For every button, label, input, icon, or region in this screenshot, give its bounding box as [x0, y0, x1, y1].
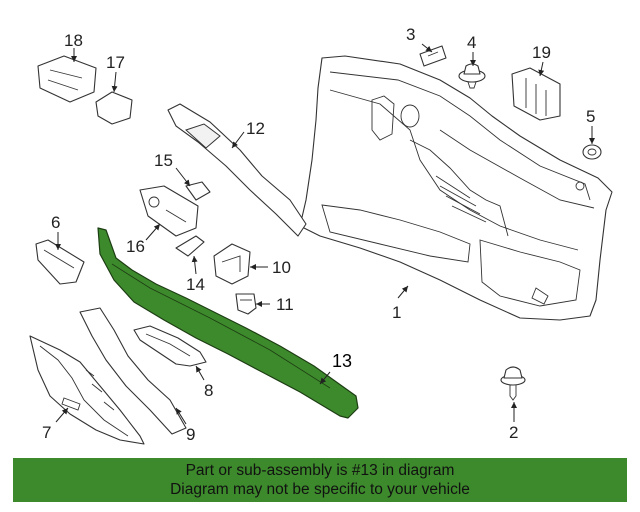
part-4-clip[interactable]: [458, 63, 486, 89]
callout-4: 4: [467, 33, 476, 52]
banner-line-2: Diagram may not be specific to your vehi…: [170, 481, 470, 498]
callout-13: 13: [332, 351, 352, 371]
callout-2: 2: [509, 423, 518, 442]
part-19-bracket[interactable]: [511, 67, 561, 121]
callout-1: 1: [392, 303, 401, 322]
callout-6: 6: [51, 213, 60, 232]
part-14-holder[interactable]: [175, 235, 205, 257]
callout-16: 16: [126, 237, 145, 256]
part-10-bracket[interactable]: [213, 243, 251, 285]
part-7-lower-trim[interactable]: [29, 335, 145, 445]
callout-7: 7: [42, 423, 51, 442]
callout-9: 9: [186, 425, 195, 444]
part-16-switch-panel[interactable]: [139, 185, 199, 237]
part-2-push-clip[interactable]: [500, 366, 526, 401]
part-3-bracket[interactable]: [419, 45, 447, 67]
part-9-trim-strip[interactable]: [79, 307, 187, 435]
part-8-handle-trim[interactable]: [133, 325, 207, 367]
part-18-window-switch[interactable]: [37, 55, 97, 103]
callout-19: 19: [532, 43, 551, 62]
callout-8: 8: [204, 381, 213, 400]
callout-10: 10: [272, 258, 291, 277]
part-13-highlighted-trim[interactable]: [97, 227, 359, 419]
callout-18: 18: [64, 31, 83, 50]
info-banner: Part or sub-assembly is #13 in diagram D…: [13, 458, 627, 502]
callout-14: 14: [186, 275, 205, 294]
callout-5: 5: [586, 107, 595, 126]
callout-3: 3: [406, 25, 415, 44]
callout-15: 15: [154, 151, 173, 170]
callout-labels: 1 2 3 4 5 6 7 8 9 10 11 12 13 14 15 16 1…: [42, 25, 595, 444]
callout-11: 11: [276, 295, 294, 314]
callout-17: 17: [106, 53, 125, 72]
part-11-clip[interactable]: [235, 293, 257, 315]
callout-12: 12: [246, 119, 265, 138]
part-12-armrest-trim[interactable]: [167, 103, 307, 237]
part-15-switch[interactable]: [185, 181, 211, 201]
banner-line-1: Part or sub-assembly is #13 in diagram: [185, 462, 455, 479]
part-1-door-trim-panel[interactable]: [299, 55, 613, 321]
part-5-grommet[interactable]: [582, 144, 602, 160]
part-17-switch[interactable]: [95, 91, 133, 125]
leader-lines: [55, 43, 595, 425]
part-6-cover[interactable]: [35, 239, 85, 285]
